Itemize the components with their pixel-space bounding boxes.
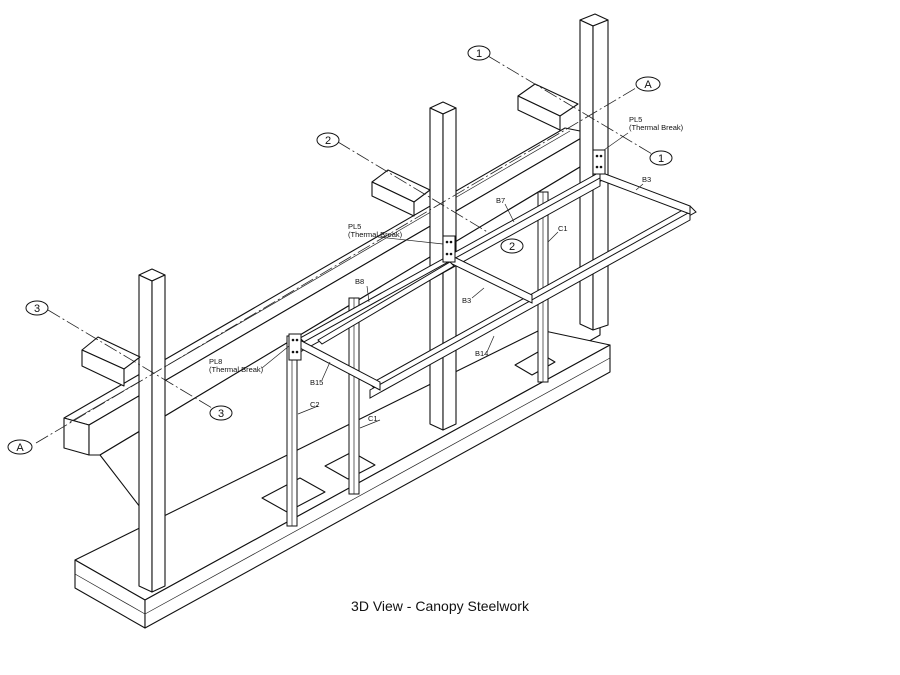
- corbel-3: [81, 336, 141, 387]
- grid-bubble-1-top: 1: [467, 45, 491, 61]
- member-b15-label: B15: [310, 378, 323, 387]
- member-c1-back-label: C1: [558, 224, 568, 233]
- steel-beam-b8: [317, 261, 455, 345]
- drawing-caption: 3D View - Canopy Steelwork: [351, 598, 530, 614]
- member-b8-label: B8: [355, 277, 364, 286]
- svg-text:2: 2: [325, 135, 331, 147]
- svg-text:1: 1: [658, 153, 664, 165]
- member-c1-front-label: C1: [368, 414, 378, 423]
- plate-pl8-label: PL8: [209, 357, 222, 366]
- plate-pl5-right-label: PL5: [629, 115, 642, 124]
- corbel-2: [371, 169, 431, 217]
- plate-pl5-right-note: (Thermal Break): [629, 123, 684, 132]
- svg-text:2: 2: [509, 241, 515, 253]
- plate-pl5-mid: [442, 235, 456, 263]
- grid-bubble-3-top: 3: [25, 300, 49, 316]
- plate-pl8: [288, 333, 302, 361]
- grid-bubble-a-left: A: [7, 439, 33, 455]
- plate-pl8-note: (Thermal Break): [209, 365, 264, 374]
- steel-beam-b3-end: [599, 171, 691, 215]
- member-b14-label: B14: [475, 349, 488, 358]
- concrete-column-3: [138, 268, 166, 593]
- grid-bubble-2-bottom: 2: [500, 238, 524, 254]
- member-b3-mid-label: B3: [462, 296, 471, 305]
- svg-text:A: A: [16, 442, 24, 454]
- svg-text:A: A: [644, 79, 652, 91]
- plate-pl5-mid-label: PL5: [348, 222, 361, 231]
- grid-bubble-3-bottom: 3: [209, 405, 233, 421]
- grid-bubble-a-right: A: [635, 76, 661, 92]
- svg-text:1: 1: [476, 48, 482, 60]
- leader-lines: [261, 132, 644, 429]
- member-c2-label: C2: [310, 400, 320, 409]
- steel-column-c1-front: [348, 297, 360, 495]
- svg-text:3: 3: [218, 408, 224, 420]
- steel-beam-b14: [369, 205, 697, 399]
- grid-bubble-1-bottom: 1: [649, 150, 673, 166]
- member-b3-end-label: B3: [642, 175, 651, 184]
- steel-column-c2: [286, 335, 298, 527]
- member-b7-label: B7: [496, 196, 505, 205]
- corbel-1: [517, 83, 579, 131]
- plate-pl5-right: [592, 149, 606, 175]
- plate-pl5-mid-note: (Thermal Break): [348, 230, 403, 239]
- svg-text:3: 3: [34, 303, 40, 315]
- grid-lines: [35, 55, 653, 444]
- grid-bubble-2-top: 2: [316, 132, 340, 148]
- concrete-column-1: [579, 13, 609, 331]
